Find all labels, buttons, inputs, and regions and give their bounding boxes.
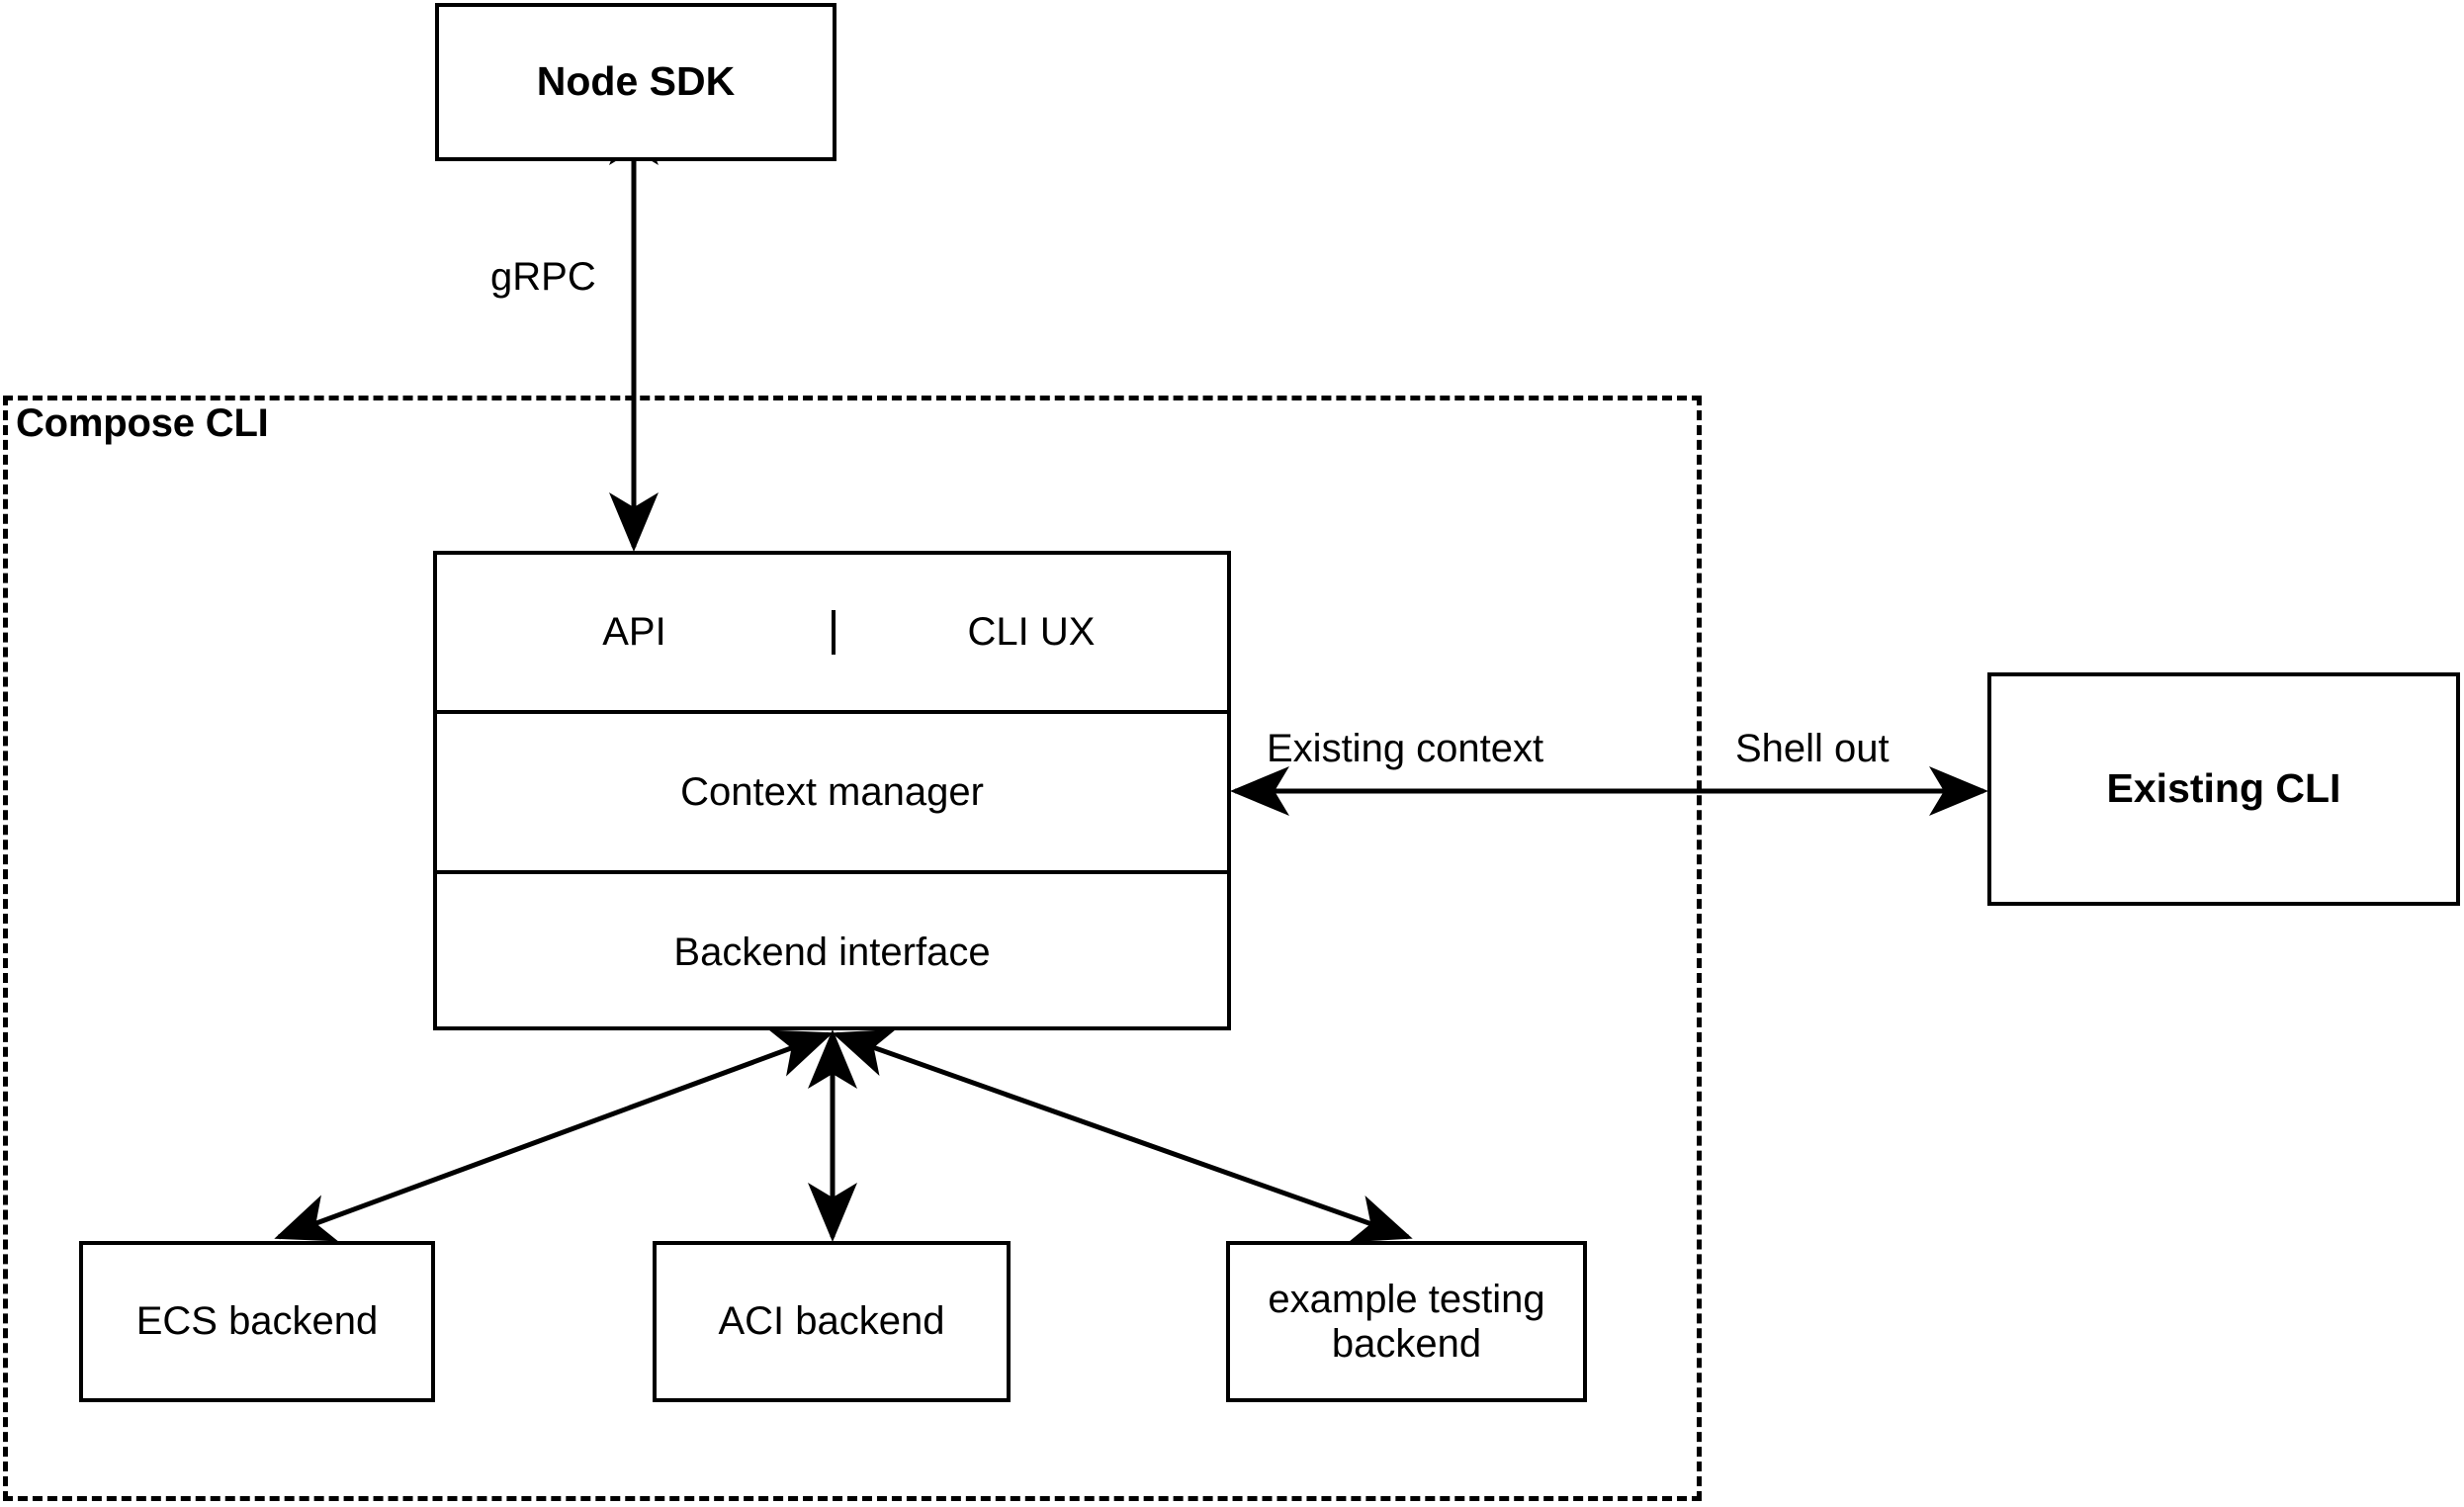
compose-cli-group-boundary (3, 396, 1702, 1501)
existing-cli-label: Existing CLI (2106, 765, 2341, 812)
compose-cli-group-label: Compose CLI (16, 401, 269, 445)
node-sdk-label: Node SDK (536, 58, 736, 105)
example-testing-backend-label-line2: backend (1331, 1321, 1482, 1366)
ecs-backend-box[interactable]: ECS backend (79, 1241, 435, 1402)
example-testing-backend-label-line1: example testing (1268, 1277, 1545, 1321)
core-cell-backend-interface[interactable]: Backend interface (437, 874, 1227, 1030)
core-cell-cli-ux[interactable]: CLI UX (836, 610, 1227, 655)
core-cell-context-manager[interactable]: Context manager (437, 714, 1227, 874)
edge-label-existing-context: Existing context (1267, 727, 1544, 770)
ecs-backend-label: ECS backend (135, 1299, 379, 1344)
edge-label-grpc: gRPC (490, 255, 596, 299)
compose-cli-core-stack: API CLI UX Context manager Backend inter… (433, 551, 1231, 1030)
core-cell-api-label: API (602, 610, 666, 654)
core-cell-backend-interface-label: Backend interface (673, 930, 991, 974)
existing-cli-box[interactable]: Existing CLI (1987, 672, 2460, 906)
core-cell-cli-ux-label: CLI UX (967, 610, 1096, 654)
core-cell-context-manager-label: Context manager (680, 769, 984, 814)
core-cell-api[interactable]: API (437, 610, 836, 655)
example-testing-backend-box[interactable]: example testing backend (1226, 1241, 1587, 1402)
edge-label-shell-out: Shell out (1735, 727, 1890, 770)
aci-backend-box[interactable]: ACI backend (653, 1241, 1011, 1402)
example-testing-backend-label: example testing backend (1260, 1278, 1552, 1367)
core-row-api-cliux: API CLI UX (437, 555, 1227, 714)
node-sdk-box[interactable]: Node SDK (435, 3, 836, 161)
aci-backend-label: ACI backend (718, 1299, 945, 1344)
